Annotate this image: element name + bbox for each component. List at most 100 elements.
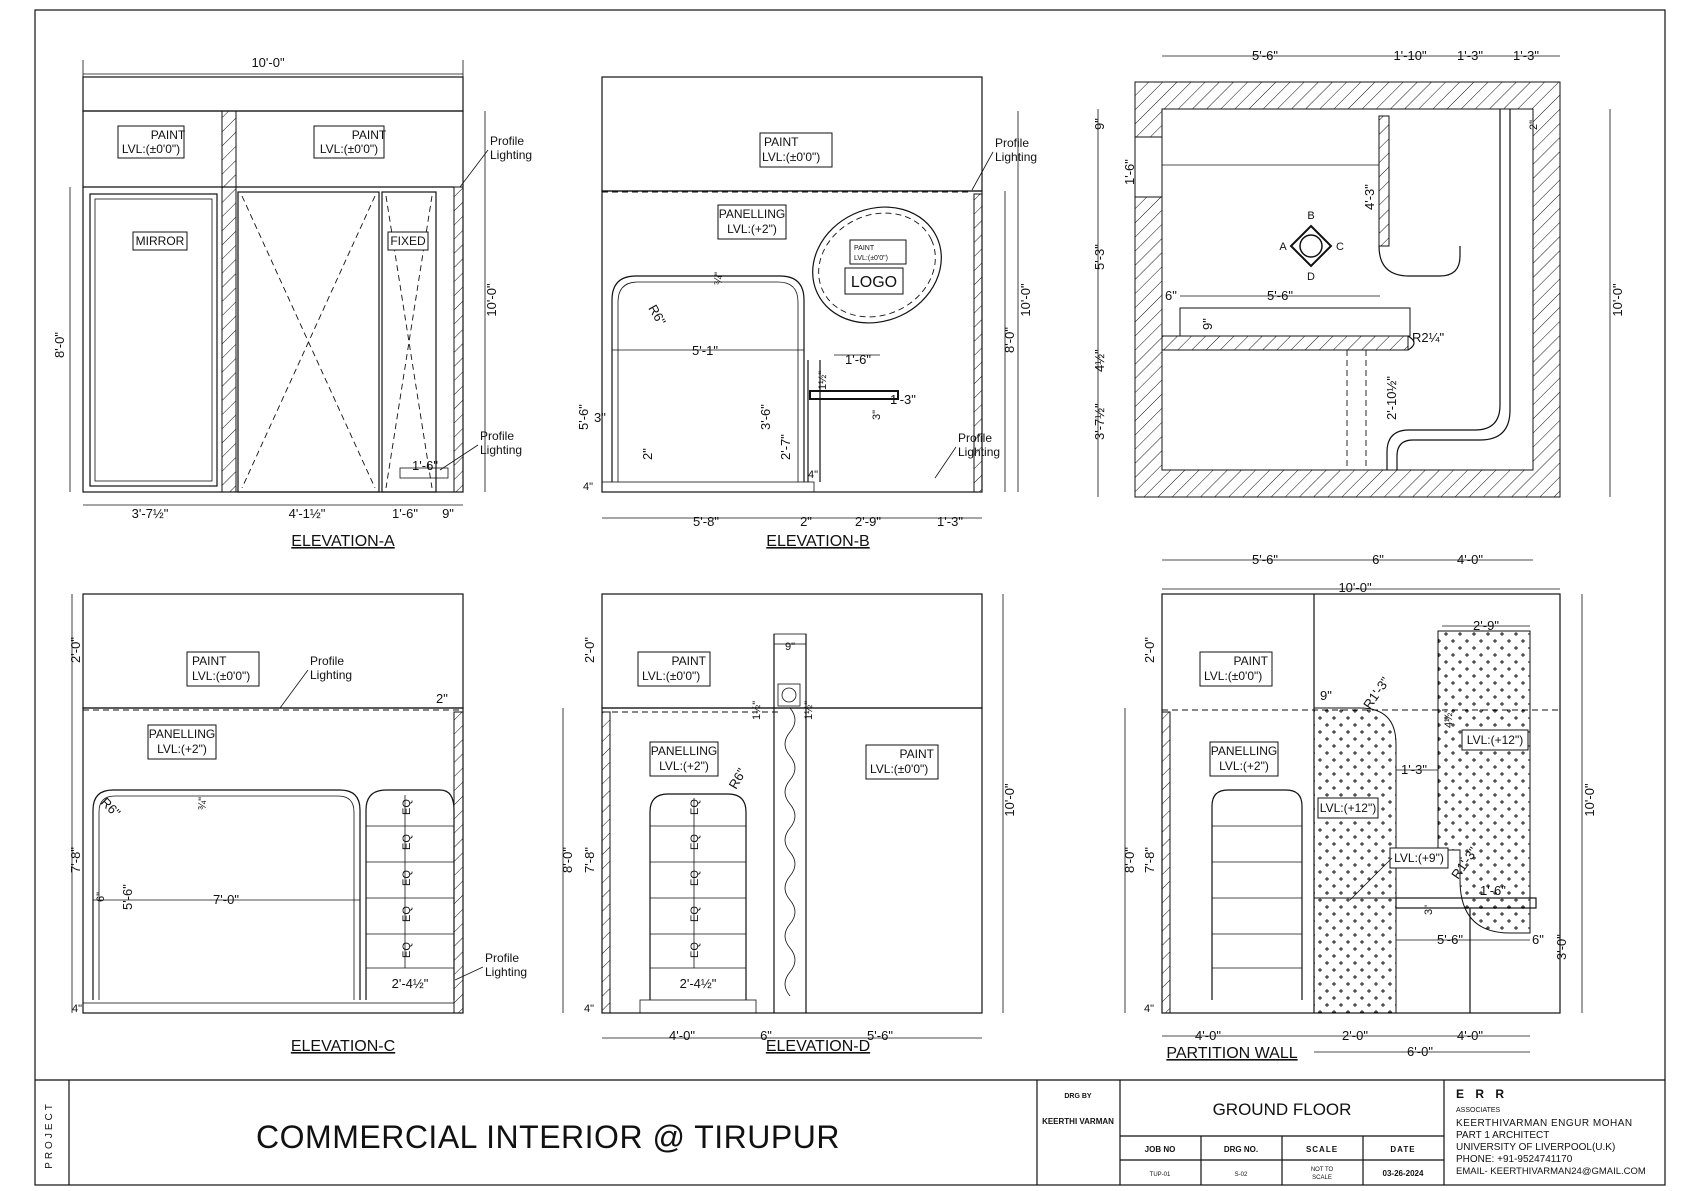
wavy-divider xyxy=(784,707,796,997)
svg-text:Lighting: Lighting xyxy=(958,445,1000,459)
svg-text:A: A xyxy=(1279,241,1287,253)
svg-text:DATE: DATE xyxy=(1390,1145,1415,1154)
svg-text:4'-0": 4'-0" xyxy=(1457,552,1483,567)
svg-text:EQ: EQ xyxy=(689,906,701,922)
svg-text:3'-7½": 3'-7½" xyxy=(132,506,169,521)
caption-partition-wall: PARTITION WALL xyxy=(1166,1045,1297,1062)
svg-text:PART 1 ARCHITECT: PART 1 ARCHITECT xyxy=(1456,1130,1549,1141)
svg-text:5'-6": 5'-6" xyxy=(576,404,591,430)
mirror-panel xyxy=(89,193,218,487)
svg-text:R1'-3": R1'-3" xyxy=(1360,674,1393,712)
svg-text:5'-6": 5'-6" xyxy=(1252,552,1278,567)
svg-text:5'-6": 5'-6" xyxy=(867,1028,893,1043)
svg-text:1½": 1½" xyxy=(803,701,815,720)
pillar xyxy=(221,110,237,493)
drawing-title: COMMERCIAL INTERIOR @ TIRUPUR xyxy=(256,1119,840,1155)
svg-text:1'-6": 1'-6" xyxy=(1480,883,1506,898)
svg-text:3'-7½": 3'-7½" xyxy=(1092,403,1107,440)
svg-text:2'-0": 2'-0" xyxy=(68,637,83,663)
svg-text:3'-0": 3'-0" xyxy=(1554,934,1569,960)
svg-text:6": 6" xyxy=(1165,288,1177,303)
svg-text:2": 2" xyxy=(800,514,812,529)
svg-text:LVL:(±0'0"): LVL:(±0'0") xyxy=(870,762,928,776)
svg-text:Profile: Profile xyxy=(995,136,1029,150)
svg-text:S-02: S-02 xyxy=(1235,1172,1248,1178)
svg-text:4": 4" xyxy=(583,481,593,493)
svg-text:¾": ¾" xyxy=(197,797,209,810)
elevation-c: PAINT LVL:(±0'0") Profile Lighting 2" PA… xyxy=(68,593,527,1055)
svg-text:4": 4" xyxy=(1144,1003,1154,1015)
floor-plan: B A C D 5'-6" 1'-10" 1'-3" 1'-3" 5'-6" 6… xyxy=(1092,48,1625,567)
svg-text:LVL:(+9"): LVL:(+9") xyxy=(1394,851,1444,865)
svg-text:SCALE: SCALE xyxy=(1312,1175,1332,1181)
svg-text:Profile: Profile xyxy=(310,654,344,668)
svg-text:PAINT: PAINT xyxy=(854,245,875,252)
svg-text:B: B xyxy=(1307,210,1314,222)
svg-text:JOB NO: JOB NO xyxy=(1145,1145,1176,1154)
svg-text:LVL:(±0'0"): LVL:(±0'0") xyxy=(122,142,180,156)
svg-text:EQ: EQ xyxy=(689,834,701,850)
svg-text:LVL:(+2"): LVL:(+2") xyxy=(727,222,777,236)
svg-text:LVL:(+12"): LVL:(+12") xyxy=(1320,801,1376,815)
firm-name: E R R xyxy=(1456,1087,1508,1101)
svg-text:EQ: EQ xyxy=(401,870,413,886)
svg-text:Profile: Profile xyxy=(490,134,524,148)
project-label: PROJECT xyxy=(44,1101,55,1169)
svg-text:PANELLING: PANELLING xyxy=(1211,744,1277,758)
svg-text:2'-9": 2'-9" xyxy=(855,514,881,529)
caption-elevation-b: ELEVATION-B xyxy=(766,533,869,550)
svg-text:EQ: EQ xyxy=(401,906,413,922)
svg-text:UNIVERSITY OF LIVERPOOL(U.K): UNIVERSITY OF LIVERPOOL(U.K) xyxy=(1456,1142,1615,1153)
svg-text:KEERTHI VARMAN: KEERTHI VARMAN xyxy=(1042,1117,1114,1126)
elevation-d: PAINT LVL:(±0'0") PAINT LVL:(±0'0") PANE… xyxy=(560,593,1017,1055)
svg-text:4'-0": 4'-0" xyxy=(669,1028,695,1043)
svg-text:LVL:(±0'0"): LVL:(±0'0") xyxy=(854,255,888,262)
svg-text:Profile: Profile xyxy=(958,431,992,445)
svg-text:PAINT: PAINT xyxy=(192,654,227,668)
svg-text:4": 4" xyxy=(808,469,818,481)
svg-text:Profile: Profile xyxy=(480,429,514,443)
svg-text:2'-0": 2'-0" xyxy=(582,637,597,663)
svg-text:5'-6": 5'-6" xyxy=(1252,48,1278,63)
svg-text:1'-3": 1'-3" xyxy=(1457,48,1483,63)
mirror-label: MIRROR xyxy=(136,234,185,248)
sheet-title: GROUND FLOOR xyxy=(1213,1100,1352,1119)
svg-text:9": 9" xyxy=(442,506,454,521)
svg-text:Lighting: Lighting xyxy=(995,150,1037,164)
textured-panel-right xyxy=(1437,630,1531,934)
svg-text:4'-0": 4'-0" xyxy=(1195,1028,1221,1043)
partition-wall: 10'-0" PAINT LVL:(±0'0") PANELLING LVL:(… xyxy=(1122,580,1597,1062)
svg-text:8'-0": 8'-0" xyxy=(1122,847,1137,873)
svg-text:5'-6": 5'-6" xyxy=(1437,932,1463,947)
svg-text:10'-0": 10'-0" xyxy=(1018,283,1033,317)
svg-text:LVL:(±0'0"): LVL:(±0'0") xyxy=(642,669,700,683)
svg-text:LVL:(+2"): LVL:(+2") xyxy=(659,759,709,773)
svg-text:10'-0": 10'-0" xyxy=(1610,283,1625,317)
svg-text:2'-4½": 2'-4½" xyxy=(680,976,717,991)
svg-text:LVL:(±0'0"): LVL:(±0'0") xyxy=(320,142,378,156)
svg-text:1'-10": 1'-10" xyxy=(1393,48,1427,63)
compass: B A C D xyxy=(1279,210,1344,283)
svg-text:PAINT: PAINT xyxy=(900,747,935,761)
svg-text:R6": R6" xyxy=(645,302,669,328)
caption-elevation-c: ELEVATION-C xyxy=(291,1038,395,1055)
svg-text:10'-0": 10'-0" xyxy=(484,283,499,317)
svg-text:1'-6": 1'-6" xyxy=(392,506,418,521)
svg-text:EMAIL- KEERTHIVARMAN24@GMAIL.C: EMAIL- KEERTHIVARMAN24@GMAIL.COM xyxy=(1456,1166,1646,1177)
svg-text:Lighting: Lighting xyxy=(310,668,352,682)
door-panel xyxy=(237,191,380,493)
svg-text:Lighting: Lighting xyxy=(490,148,532,162)
sheet-border xyxy=(34,9,1666,1186)
svg-text:7'-8": 7'-8" xyxy=(68,847,83,873)
svg-text:4½": 4½" xyxy=(1092,349,1107,372)
svg-text:EQ: EQ xyxy=(689,870,701,886)
svg-text:6": 6" xyxy=(1532,932,1544,947)
svg-text:EQ: EQ xyxy=(401,942,413,958)
svg-text:2": 2" xyxy=(640,448,655,460)
elevation-b: PAINT LVL:(±0'0") PANELLING LVL:(+2") PA… xyxy=(576,76,1037,550)
svg-text:7'-8": 7'-8" xyxy=(582,847,597,873)
svg-text:2'-0": 2'-0" xyxy=(1342,1028,1368,1043)
svg-text:LVL:(±0'0"): LVL:(±0'0") xyxy=(192,669,250,683)
svg-text:4'-0": 4'-0" xyxy=(1457,1028,1483,1043)
svg-text:LVL:(+2"): LVL:(+2") xyxy=(1219,759,1269,773)
